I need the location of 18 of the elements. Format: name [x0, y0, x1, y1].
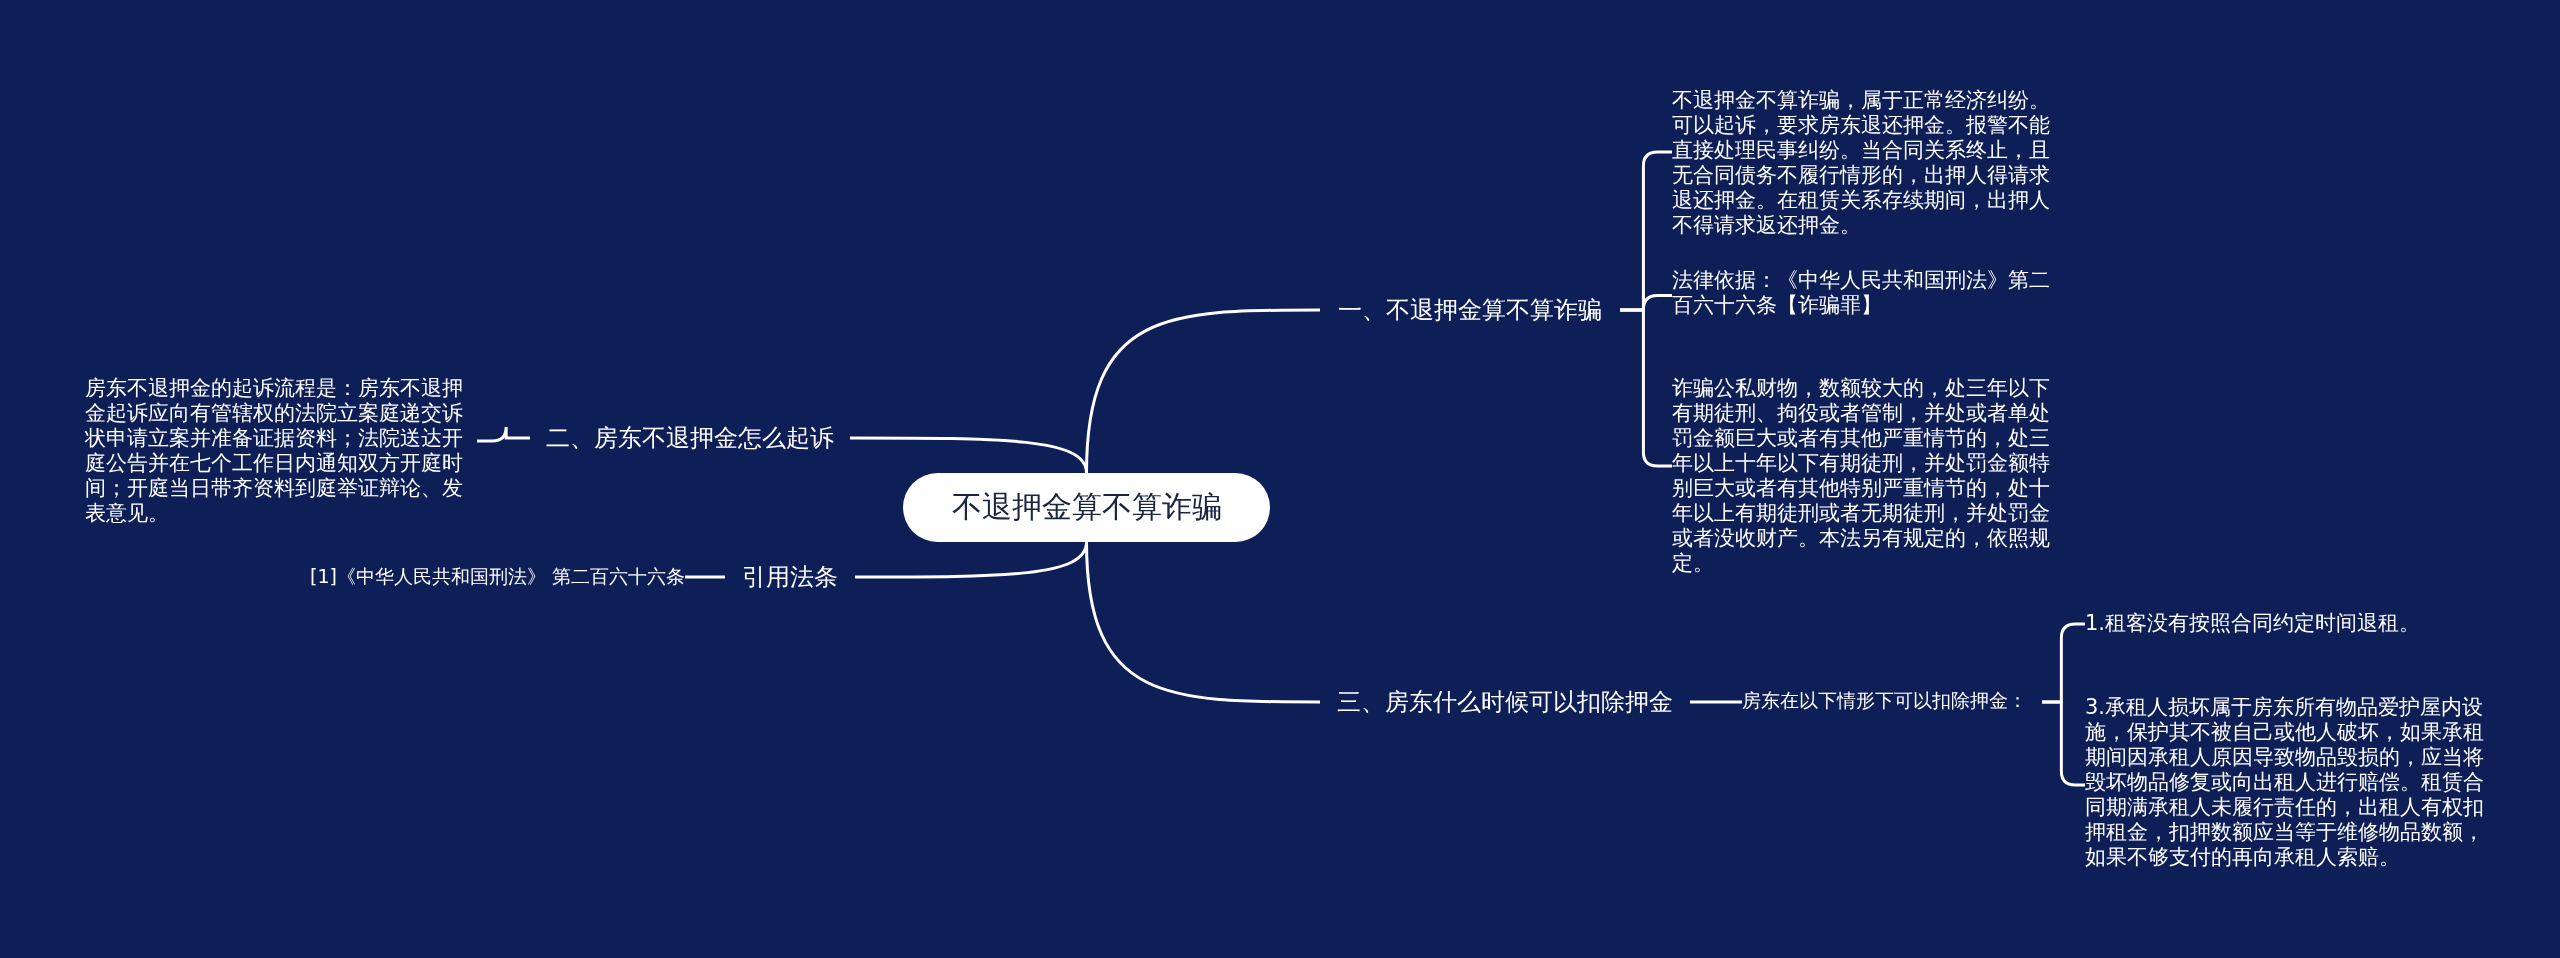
connector-line [1085, 541, 1320, 704]
branch-topic: 引用法条 [725, 557, 855, 597]
branch-topic: 三、房东什么时候可以扣除押金 [1320, 682, 1690, 722]
note-text: 诈骗公私财物，数额较大的，处三年以下有期徒刑、拘役或者管制，并处或者单处罚金额巨大或者有其他严重情节的，处三年以上十年以下有期徒刑，并处罚金额特别巨大或者有其他特别严重情节的，处十年以上有期徒刑或者无期徒刑，并处罚金或者没收财产。本法另有规定的，依照规定。 [1672, 376, 2064, 576]
note-text: [1]《中华人民共和国刑法》 第二百六十六条 [285, 564, 685, 589]
central-topic: 不退押金算不算诈骗 [903, 473, 1270, 542]
branch-topic: 一、不退押金算不算诈骗 [1320, 290, 1620, 330]
note-text: 房东不退押金的起诉流程是：房东不退押金起诉应向有管辖权的法院立案庭递交诉状申请立案并准备证据资料；法院送达开庭公告并在七个工作日内通知双方开庭时间；开庭当日带齐资料到庭举证辩论、发表意见。 [85, 376, 477, 526]
connector-line [477, 425, 530, 443]
connector-line [850, 436, 1088, 474]
note-text: 房东在以下情形下可以扣除押金： [1742, 688, 2042, 713]
branch-topic: 二、房东不退押金怎么起诉 [530, 418, 850, 458]
note-text: 1.租客没有按照合同约定时间退租。 [2085, 611, 2485, 636]
connector-line [685, 575, 725, 579]
note-text: 3.承租人损坏属于房东所有物品爱护屋内设施，保护其不被自己或他人破坏，如果承租期间因承租人原因导致物品毁损的，应当将毁坏物品修复或向出租人进行赔偿。租赁合同期满承租人未履行责任的，出租人有权扣押租金，扣押数额应当等于维修物品数额，如果不够支付的再向承租人索赔。 [2085, 695, 2485, 870]
connector-line [1690, 700, 1742, 704]
note-text: 不退押金不算诈骗，属于正常经济纠纷。可以起诉，要求房东退还押金。报警不能直接处理民事纠纷。当合同关系终止，且无合同债务不履行情形的，出押人得请求退还押金。在租赁关系存续期间，出押人不得请求返还押金。 [1672, 88, 2064, 238]
note-text: 法律依据：《中华人民共和国刑法》第二百六十六条【诈骗罪】 [1672, 268, 2064, 318]
